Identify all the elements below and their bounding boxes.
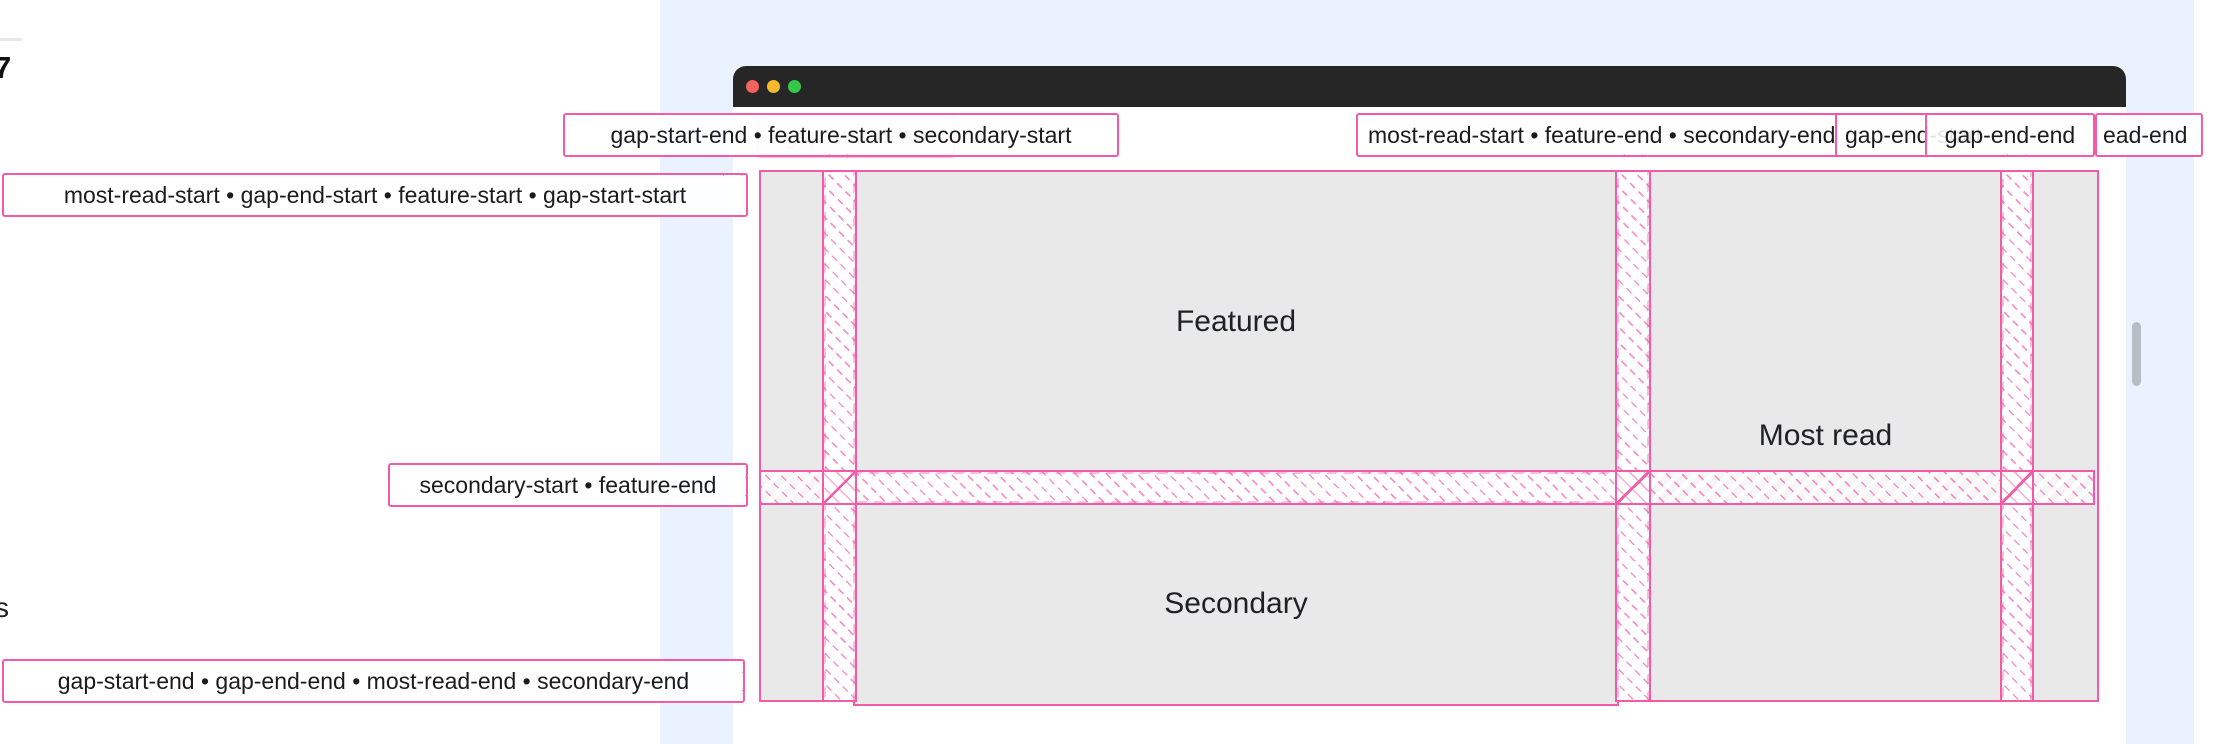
grid-cell-secondary: Secondary: [853, 501, 1619, 706]
label-pointer-icon: [735, 475, 746, 498]
grid-cell-most-read: Most read: [1647, 170, 2004, 702]
maximize-button-icon[interactable]: [788, 80, 801, 93]
grid-cell-featured: Featured: [853, 170, 1619, 474]
gutter-intersection-left: [822, 470, 857, 505]
most-read-area-label: Most read: [1758, 419, 1893, 452]
line-label-text: gap-start-end • gap-end-end • most-read-…: [57, 667, 690, 694]
line-label-text: most-read-start • gap-end-start • featur…: [63, 181, 687, 208]
line-label-secondary-start: secondary-start • feature-end: [388, 463, 748, 507]
line-label-text: secondary-start • feature-end: [419, 471, 717, 498]
line-label-text: ead-end: [2103, 121, 2188, 148]
cutoff-text-fragment: s: [0, 592, 9, 623]
minimize-button-icon[interactable]: [767, 80, 780, 93]
label-pointer-icon: [732, 670, 743, 693]
gutter-column-hatch-left: [822, 170, 857, 702]
line-label-bottom-left: gap-start-end • gap-end-end • most-read-…: [2, 659, 745, 703]
line-label-top-left: most-read-start • gap-end-start • featur…: [2, 173, 748, 217]
grid-cell-gap-end-column: [2030, 170, 2099, 702]
gutter-intersection-right: [2000, 470, 2034, 505]
page-divider: [0, 38, 22, 41]
gutter-row-hatch: [759, 470, 2095, 505]
cutoff-heading-fragment: 7: [0, 50, 12, 85]
grid-cell-gap-start-column: [759, 170, 826, 702]
grid-overlay: Featured Secondary Most read: [759, 170, 2099, 706]
line-label-feature-start: gap-start-end • feature-start • secondar…: [563, 113, 1119, 157]
secondary-area-label: Secondary: [1164, 586, 1308, 620]
line-label-text: gap-end-end: [1944, 121, 2076, 148]
gutter-column-hatch-right: [2000, 170, 2034, 702]
line-label-most-read-end: ead-end: [2095, 113, 2203, 157]
line-label-text: most-read-start • feature-end • secondar…: [1368, 121, 1836, 148]
gutter-intersection-middle: [1615, 470, 1651, 505]
scrollbar-thumb[interactable]: [2132, 322, 2141, 386]
line-label-text: gap-start-end • feature-start • secondar…: [610, 121, 1072, 148]
label-pointer-icon: [721, 175, 744, 186]
gutter-column-hatch-middle: [1615, 170, 1651, 702]
line-label-gap-end-end: gap-end-end: [1925, 113, 2095, 157]
close-button-icon[interactable]: [746, 80, 759, 93]
browser-titlebar: [733, 66, 2126, 107]
featured-area-label: Featured: [1175, 305, 1297, 338]
